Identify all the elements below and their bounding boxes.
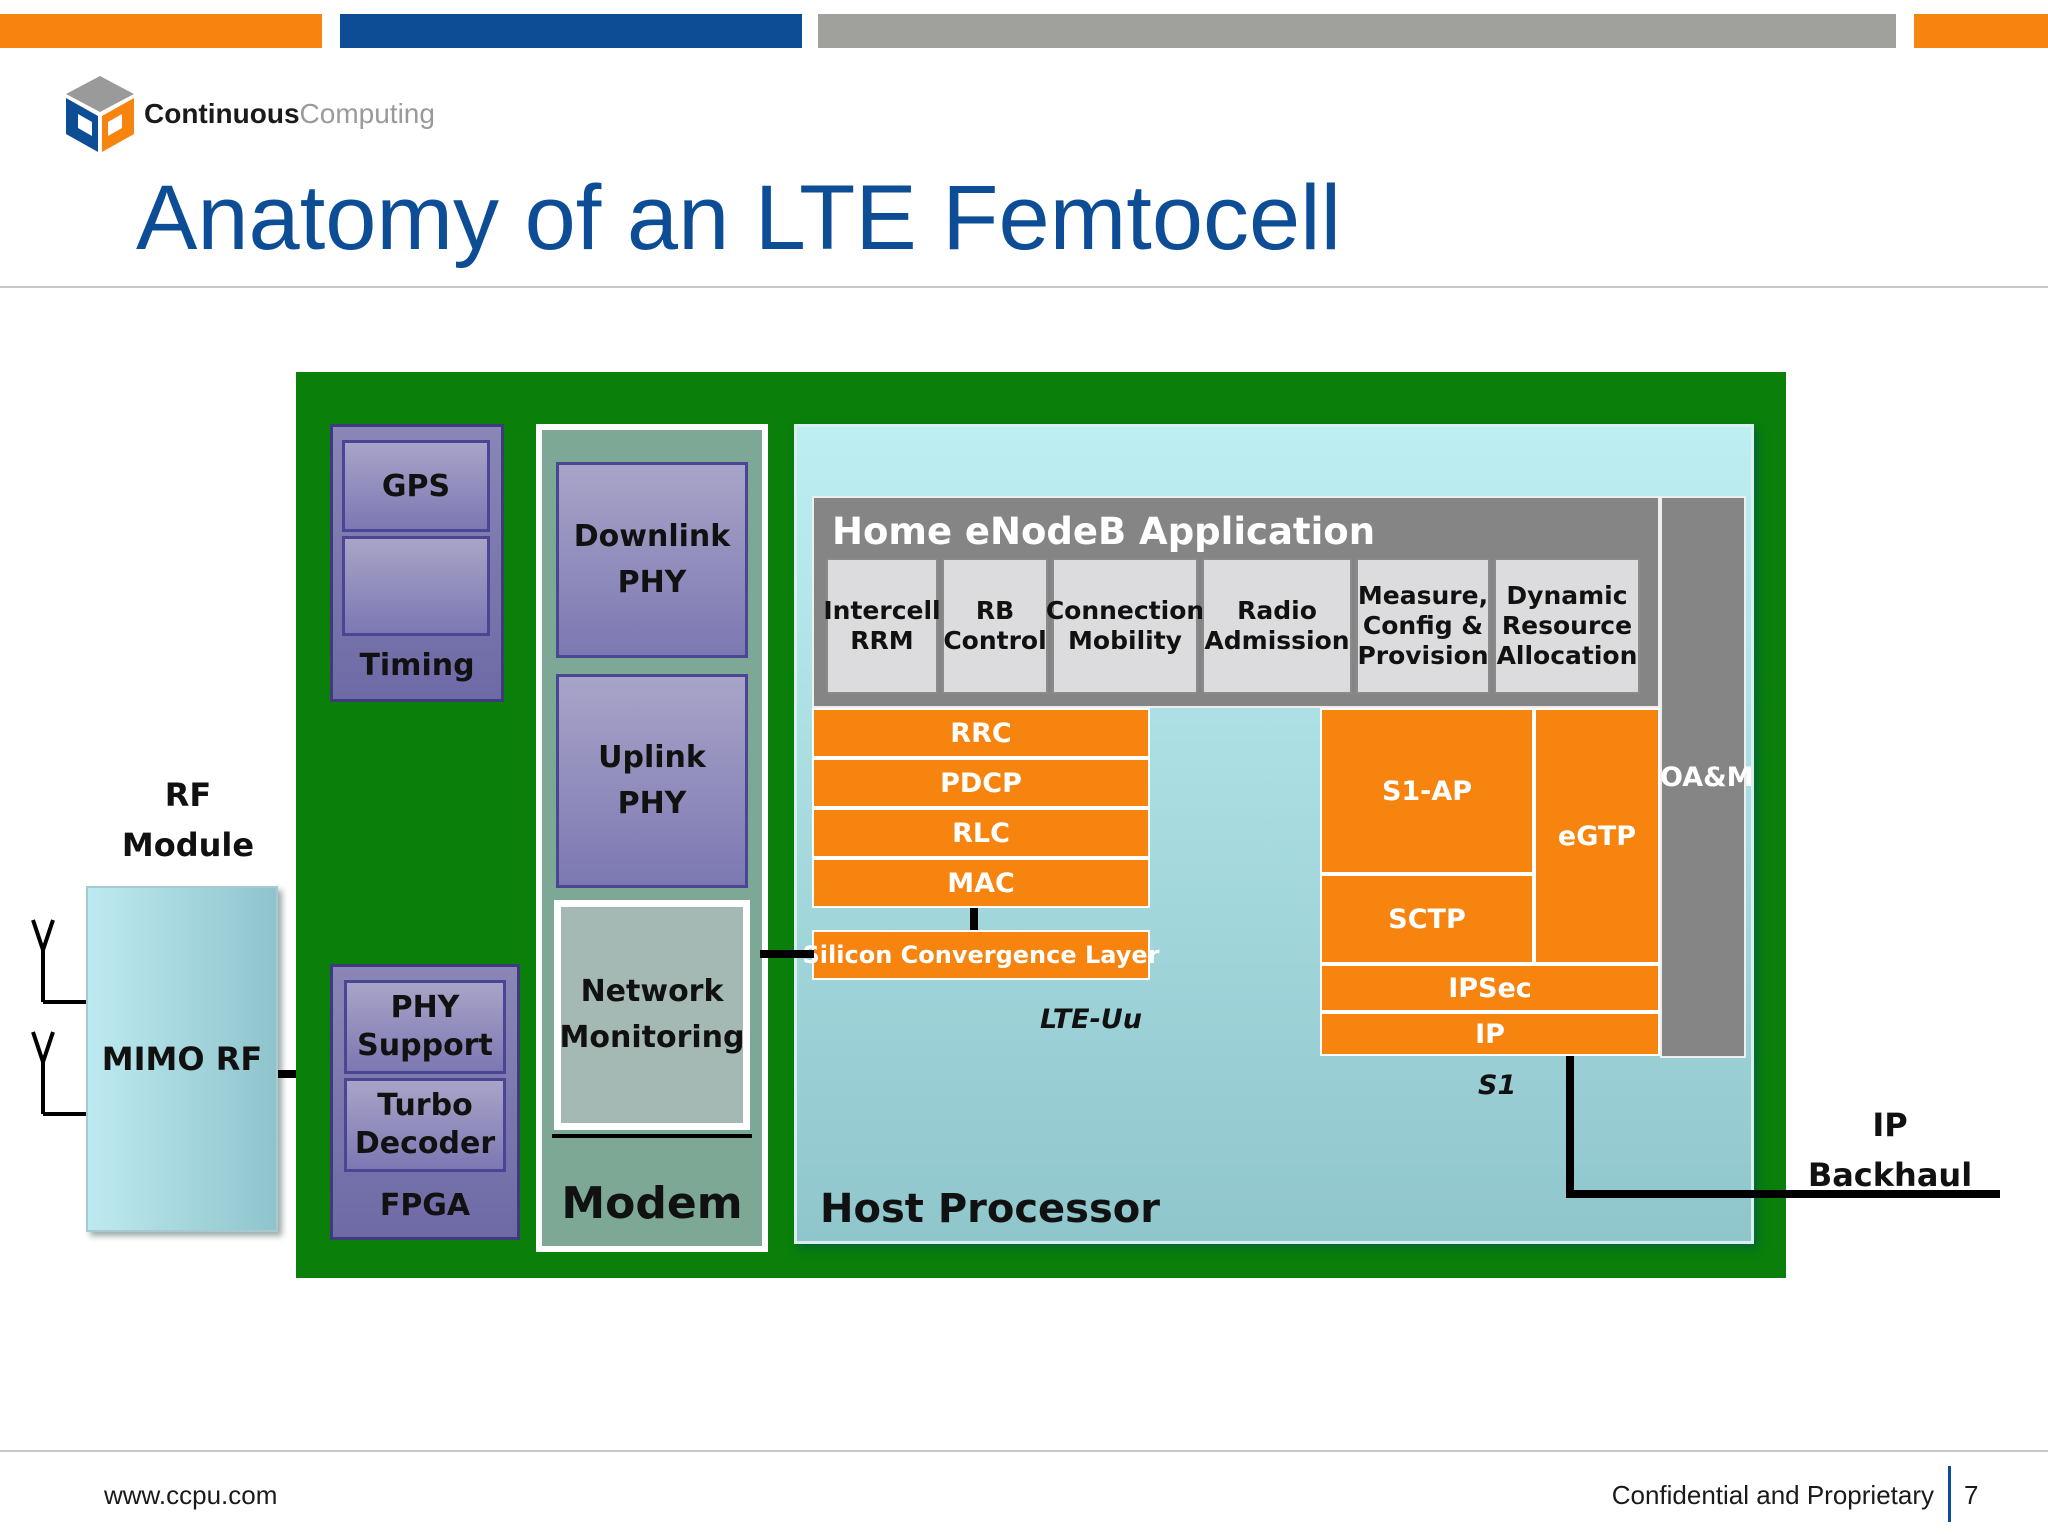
ipsec-box: IPSec (1320, 964, 1660, 1012)
henb-function-label: Measure, Config & Provision (1357, 581, 1489, 670)
top-bar-orange-left (0, 14, 322, 48)
egtp-label: eGTP (1557, 820, 1637, 852)
pdcp-label: PDCP (940, 767, 1022, 799)
henb-function-box: Connection Mobility (1046, 558, 1204, 694)
gps-box: GPS (342, 440, 490, 532)
henb-function-label: Radio Admission (1204, 596, 1350, 655)
top-bar-orange-right (1914, 14, 2048, 48)
downlink-phy-box: Downlink PHY (556, 462, 748, 658)
antenna-icon (31, 919, 90, 1116)
henb-function-label: Intercell RRM (823, 596, 941, 655)
phy-support-label: PHY Support (357, 990, 493, 1063)
uplink-phy-label: Uplink PHY (598, 740, 706, 821)
footer-url: www.ccpu.com (104, 1480, 278, 1510)
turbo-decoder-label: Turbo Decoder (354, 1088, 496, 1161)
title-divider (0, 286, 2048, 288)
henb-app-title: Home eNodeB Application (832, 510, 1376, 553)
henb-function-label: Dynamic Resource Allocation (1496, 581, 1638, 670)
rf-module-label: RF Module (121, 776, 255, 864)
brand-name-light: Computing (299, 98, 435, 129)
egtp-box: eGTP (1534, 708, 1660, 964)
gps-label: GPS (381, 468, 451, 504)
brand-name: ContinuousComputing (144, 98, 435, 130)
rlc-label: RLC (952, 817, 1010, 849)
mac-box: MAC (812, 858, 1150, 908)
s1ap-label: S1-AP (1381, 775, 1473, 807)
top-bar-gray (818, 14, 1896, 48)
henb-function-box: RB Control (942, 558, 1048, 694)
s1ap-box: S1-AP (1320, 708, 1534, 874)
pdcp-box: PDCP (812, 758, 1150, 808)
henb-function-box: Intercell RRM (823, 558, 941, 694)
connector-mac-scl (970, 908, 978, 932)
henb-function-label: RB Control (943, 596, 1047, 655)
timing-inner-box (342, 536, 490, 636)
scl-box: Silicon Convergence Layer (803, 930, 1160, 980)
footer-divider (0, 1450, 2048, 1452)
network-monitoring-box: Network Monitoring (554, 900, 750, 1130)
network-monitoring-label: Network Monitoring (559, 974, 745, 1055)
henb-function-label: Connection Mobility (1045, 596, 1205, 655)
henb-function-box: Radio Admission (1202, 558, 1352, 694)
ip-backhaul-label: IP Backhaul (1807, 1106, 1973, 1194)
sctp-box: SCTP (1320, 874, 1534, 964)
top-bar-blue (340, 14, 802, 48)
mimo-rf-box: MIMO RF (86, 886, 278, 1232)
turbo-decoder-box: Turbo Decoder (344, 1078, 506, 1172)
connector-modem-scl (760, 950, 814, 958)
henb-function-box: Measure, Config & Provision (1356, 558, 1490, 694)
s1-label: S1 (1478, 1070, 1517, 1101)
backhaul-line-vertical (1566, 1056, 1574, 1198)
brand-logo: ContinuousComputing (62, 74, 462, 154)
host-processor-label: Host Processor (820, 1186, 1160, 1232)
fpga-label: FPGA (379, 1188, 471, 1223)
modem-label: Modem (561, 1178, 743, 1229)
scl-label: Silicon Convergence Layer (802, 941, 1160, 969)
mimo-rf-label: MIMO RF (101, 1040, 263, 1078)
page-number: 7 (1964, 1480, 1979, 1510)
backhaul-line-horizontal (1566, 1190, 2000, 1198)
phy-support-box: PHY Support (344, 980, 506, 1074)
downlink-phy-label: Downlink PHY (573, 519, 731, 600)
timing-label: Timing (359, 648, 475, 683)
oam-box (1660, 496, 1746, 1058)
rlc-box: RLC (812, 808, 1150, 858)
cube-logo-icon (66, 76, 134, 152)
uplink-phy-box: Uplink PHY (556, 674, 748, 888)
henb-function-box: Dynamic Resource Allocation (1494, 558, 1640, 694)
mac-label: MAC (947, 867, 1015, 899)
rrc-box: RRC (812, 708, 1150, 758)
ip-label: IP (1475, 1018, 1505, 1050)
brand-name-bold: Continuous (144, 98, 300, 129)
footer-confidential: Confidential and Proprietary (1611, 1480, 1934, 1510)
ipsec-label: IPSec (1448, 972, 1532, 1004)
sctp-label: SCTP (1388, 903, 1466, 935)
oam-label: OA&M (1660, 762, 1754, 793)
footer-separator (1948, 1466, 1951, 1522)
lte-uu-label: LTE-Uu (1040, 1004, 1142, 1035)
page-title: Anatomy of an LTE Femtocell (136, 167, 1342, 269)
modem-divider (552, 1134, 752, 1138)
rrc-label: RRC (950, 717, 1012, 749)
ip-box: IP (1320, 1012, 1660, 1056)
